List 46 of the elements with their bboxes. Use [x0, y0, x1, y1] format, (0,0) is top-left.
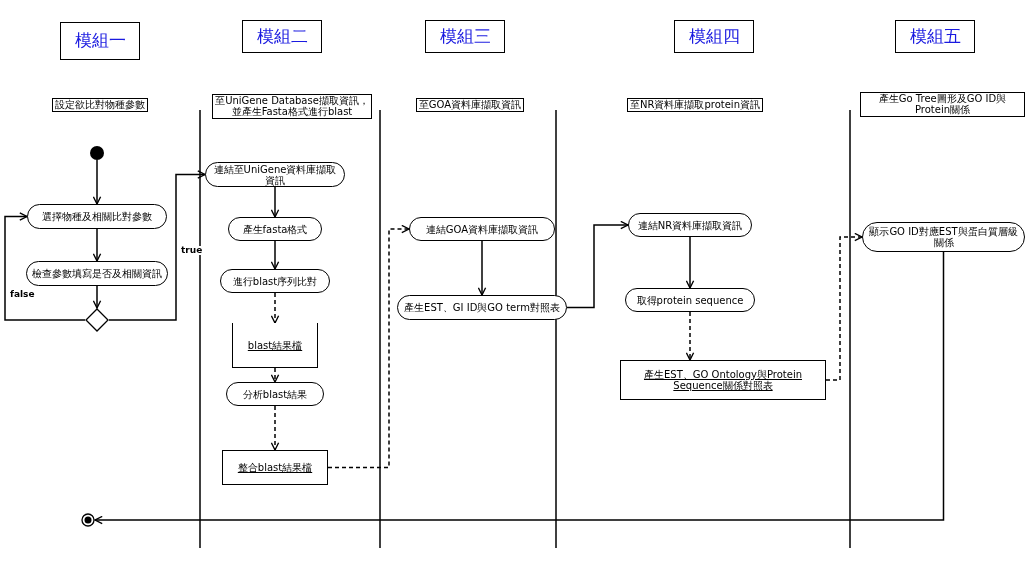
module-title-box: 模組三: [425, 20, 505, 53]
lane-header: 產生Go Tree圖形及GO ID與Protein關係: [860, 91, 1025, 117]
edge-label: true: [180, 246, 204, 255]
activity-node: 連結至UniGene資料庫擷取資訊: [205, 162, 345, 187]
object-box: blast結果檔: [232, 323, 318, 368]
lane-header: 至GOA資料庫擷取資訊: [415, 98, 525, 112]
arrow: [92, 159, 102, 205]
arrow: [94, 251, 945, 525]
arrow: [92, 228, 102, 262]
end-node: [81, 513, 95, 527]
activity-node: 選擇物種及相關比對參數: [27, 204, 167, 229]
edge-label: false: [9, 290, 36, 299]
arrow: [685, 236, 695, 289]
arrow: [270, 367, 280, 383]
arrow: [270, 240, 280, 270]
activity-node: 連結NR資料庫擷取資訊: [628, 213, 752, 237]
arrow: [270, 292, 280, 324]
module-title-box: 模組五: [895, 20, 975, 53]
activity-node: 顯示GO ID對應EST與蛋白質層級關係: [862, 222, 1025, 252]
arrow: [477, 240, 487, 296]
activity-node: 檢查參數填寫是否及相關資訊: [26, 261, 168, 286]
activity-node: 分析blast結果: [226, 382, 324, 406]
arrow: [566, 220, 629, 309]
activity-node: 產生EST、GI ID與GO term對照表: [397, 295, 567, 320]
arrow: [270, 405, 280, 451]
lane-header: 至UniGene Database擷取資訊，並產生Fasta格式進行blast: [212, 93, 372, 119]
arrow: [825, 232, 863, 381]
activity-node: 連結GOA資料庫擷取資訊: [409, 217, 555, 241]
activity-node: 取得protein sequence: [625, 288, 755, 312]
arrow: [685, 311, 695, 361]
module-title-box: 模組二: [242, 20, 322, 53]
lane-header: 設定欲比對物種參數: [52, 98, 148, 112]
activity-node: 進行blast序列比對: [220, 269, 330, 293]
decision-diamond: [85, 308, 109, 332]
activity-node: 產生fasta格式: [228, 217, 322, 241]
arrow: [108, 170, 206, 321]
arrow: [92, 285, 102, 309]
start-node: [90, 146, 104, 160]
arrow: [4, 212, 86, 321]
arrow: [327, 224, 410, 469]
lane-header: 至NR資料庫擷取protein資訊: [627, 98, 763, 112]
object-box: 產生EST、GO Ontology與Protein Sequence關係對照表: [620, 360, 826, 400]
object-box: 整合blast結果檔: [222, 450, 328, 485]
arrow: [270, 186, 280, 218]
module-title-box: 模組一: [60, 22, 140, 60]
module-title-box: 模組四: [674, 20, 754, 53]
